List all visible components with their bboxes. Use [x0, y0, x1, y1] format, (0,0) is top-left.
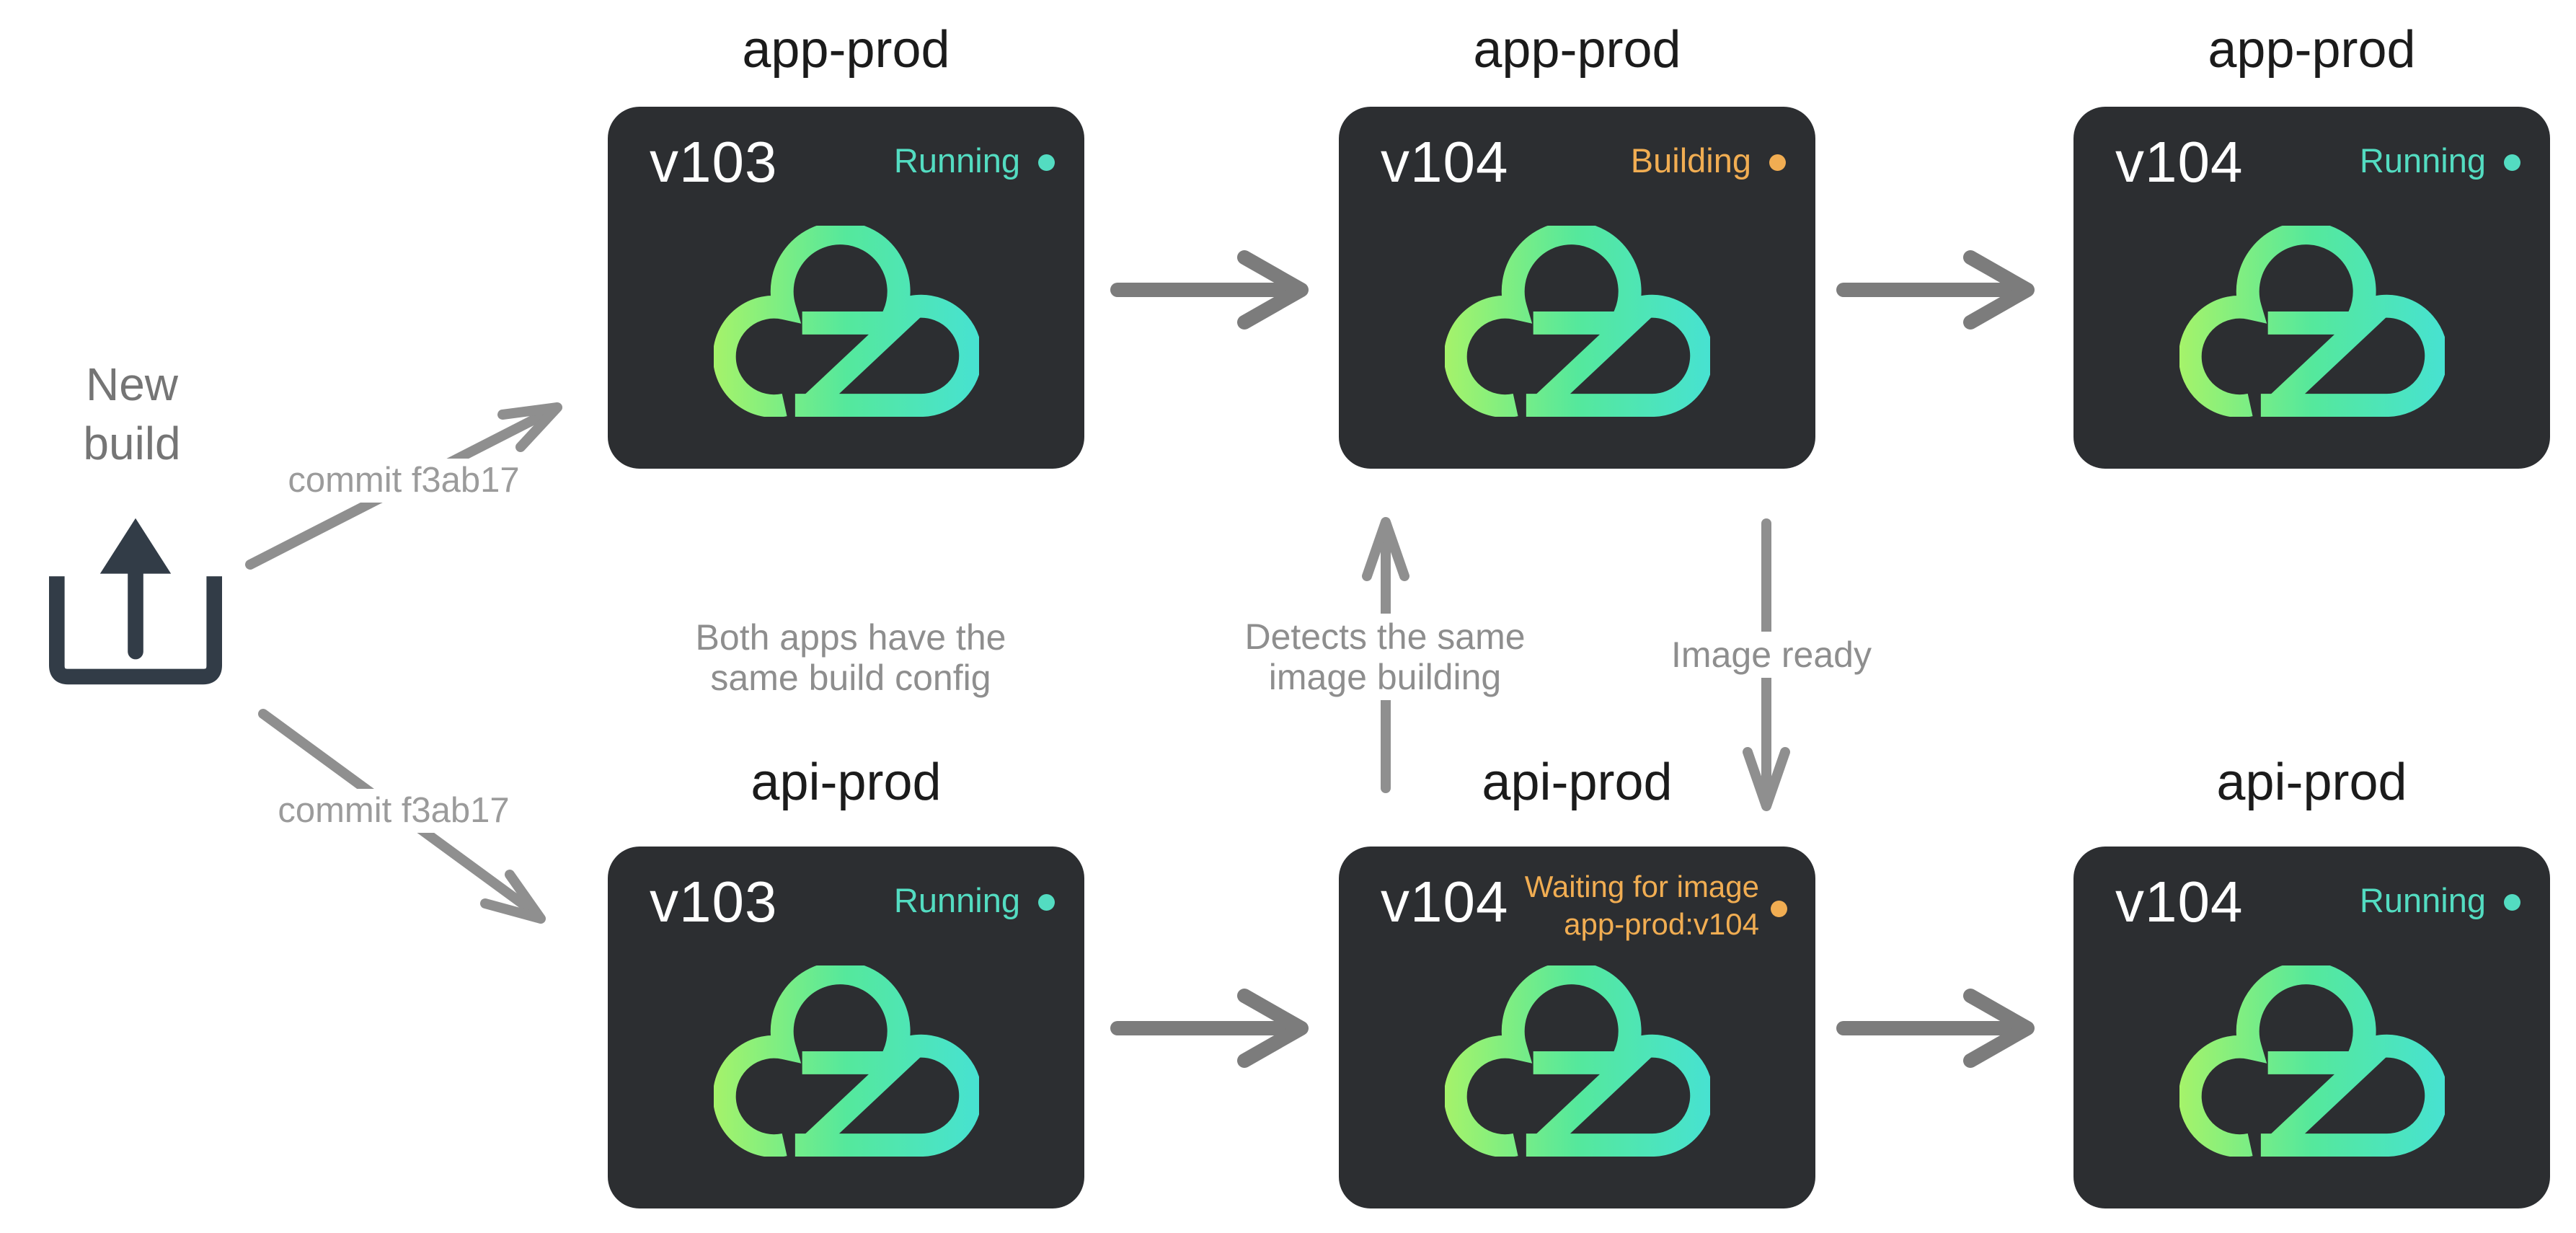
status-dot-icon [1038, 894, 1055, 911]
card-title-app-prod-3: app-prod [2208, 21, 2416, 79]
card-title-api-prod-3: api-prod [2216, 754, 2407, 811]
arrow-api1-to-api2 [1110, 989, 1309, 1068]
status-label: Running [893, 881, 1020, 919]
cloud-z-logo-icon [1445, 965, 1710, 1157]
status-dot-icon [1769, 154, 1786, 171]
note-detects-line2: image building [1268, 657, 1502, 697]
card-title-app-prod-2: app-prod [1473, 21, 1681, 79]
cloud-z-logo-icon [2179, 226, 2445, 417]
status-dot-icon [1038, 154, 1055, 171]
version-label: v103 [650, 870, 778, 934]
status-label: Running [2359, 881, 2486, 919]
note-build-config: Both apps have the same build config [696, 617, 1006, 698]
card-title-api-prod-2: api-prod [1482, 754, 1673, 811]
service-card-api-prod-v103: v103 Running [608, 847, 1084, 1208]
cloud-z-logo-icon [714, 965, 979, 1157]
service-card-api-prod-v104-waiting: v104 Waiting for image app-prod:v104 [1339, 847, 1815, 1208]
status-dot-icon [2504, 894, 2520, 911]
commit-label-bottom: commit f3ab17 [267, 789, 520, 833]
status-line1: Waiting for image [1524, 870, 1759, 903]
arrow-app2-to-app3 [1836, 250, 2035, 330]
note-build-config-line2: same build config [710, 658, 991, 698]
version-label: v104 [1381, 870, 1509, 934]
commit-label-top: commit f3ab17 [278, 459, 530, 503]
cloud-z-logo-icon [1445, 226, 1710, 417]
note-detects-line1: Detects the same [1244, 616, 1526, 657]
upload-icon [49, 518, 222, 685]
version-label: v104 [1381, 130, 1509, 194]
note-image-ready: Image ready [1658, 632, 1885, 678]
status-label: Building [1630, 141, 1751, 180]
version-label: v104 [2115, 130, 2244, 194]
card-title-app-prod-1: app-prod [742, 21, 950, 79]
service-card-api-prod-v104-running: v104 Running [2073, 847, 2550, 1208]
service-card-app-prod-v104-building: v104 Building [1339, 107, 1815, 469]
version-label: v103 [650, 130, 778, 194]
cloud-z-logo-icon [2179, 965, 2445, 1157]
cloud-z-logo-icon [714, 226, 979, 417]
arrow-api2-to-api3 [1836, 989, 2035, 1068]
status-dot-icon [2504, 154, 2520, 171]
status-label: Running [893, 141, 1020, 180]
new-build-line2: build [83, 417, 181, 469]
arrow-app1-to-app2 [1110, 250, 1309, 330]
status-dot-icon [1771, 901, 1787, 917]
new-build-line1: New [85, 358, 179, 410]
service-card-app-prod-v104-running: v104 Running [2073, 107, 2550, 469]
service-card-app-prod-v103: v103 Running [608, 107, 1084, 469]
version-label: v104 [2115, 870, 2244, 934]
new-build-label: New build [40, 355, 224, 473]
status-label: Waiting for image app-prod:v104 [1525, 868, 1759, 943]
note-build-config-line1: Both apps have the [695, 617, 1006, 658]
note-detects-same-image: Detects the same image building [1231, 614, 1539, 700]
status-line2: app-prod:v104 [1564, 907, 1759, 941]
status-label: Running [2359, 141, 2486, 180]
card-title-api-prod-1: api-prod [751, 754, 942, 811]
